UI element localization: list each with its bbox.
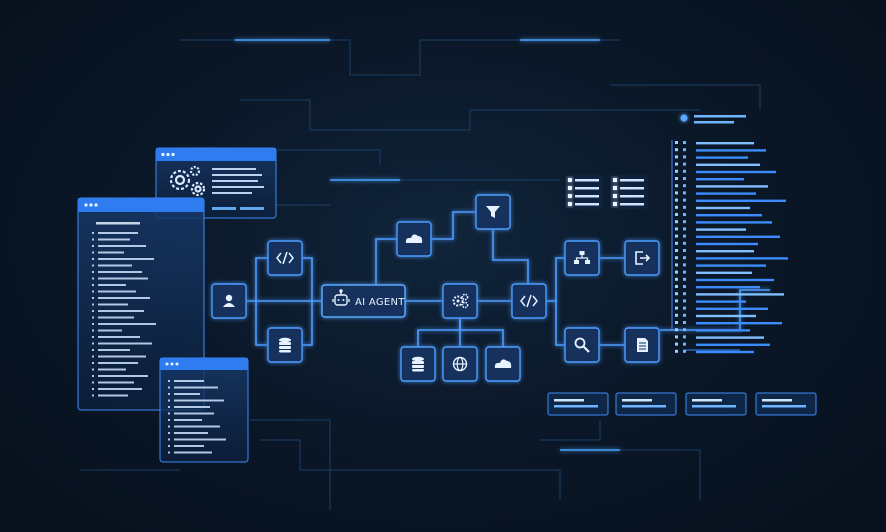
database-icon: [279, 337, 291, 353]
code-icon: [520, 294, 538, 308]
node-hierarchy: [564, 240, 600, 276]
data-box-left: [565, 175, 603, 209]
bottom-card-2: [615, 392, 677, 416]
node-cloud-top: [396, 221, 432, 257]
document-icon: [637, 338, 648, 352]
user-icon: [223, 294, 235, 307]
node-user: [211, 283, 247, 319]
filter-icon: [486, 206, 500, 218]
code-window-small: [159, 357, 249, 463]
search-icon: [574, 337, 590, 353]
ai-agent-node: AI AGENT: [321, 284, 406, 318]
export-icon: [635, 251, 651, 265]
node-export: [624, 240, 660, 276]
globe-icon: [452, 356, 468, 372]
bottom-card-1: [547, 392, 609, 416]
data-box-right: [610, 175, 648, 209]
gears-icon: [452, 293, 469, 309]
cloud-icon: [494, 359, 512, 368]
node-code-right: [511, 283, 547, 319]
bottom-card-4: [755, 392, 817, 416]
node-settings: [442, 283, 478, 319]
bottom-cards: [547, 392, 817, 416]
node-database-bottom: [400, 346, 436, 382]
node-code-top: [267, 240, 303, 276]
ai-agent-label: AI AGENT: [355, 297, 405, 308]
bottom-card-3: [685, 392, 747, 416]
node-filter: [475, 194, 511, 230]
node-document: [624, 327, 660, 363]
node-search: [564, 327, 600, 363]
connectors: [246, 211, 770, 347]
node-database-left: [267, 327, 303, 363]
code-window-large: [77, 197, 205, 411]
diagram-nodes: [211, 194, 660, 382]
circuit-highlights: [190, 39, 620, 451]
sitemap-icon: [574, 251, 590, 264]
node-globe: [442, 346, 478, 382]
node-cloud-bottom: [485, 346, 521, 382]
code-icon: [276, 251, 294, 265]
robot-icon: [332, 289, 350, 306]
database-icon: [412, 356, 424, 372]
gears-icon: [169, 165, 206, 197]
right-code-column: [671, 114, 788, 354]
cloud-icon: [405, 234, 423, 243]
